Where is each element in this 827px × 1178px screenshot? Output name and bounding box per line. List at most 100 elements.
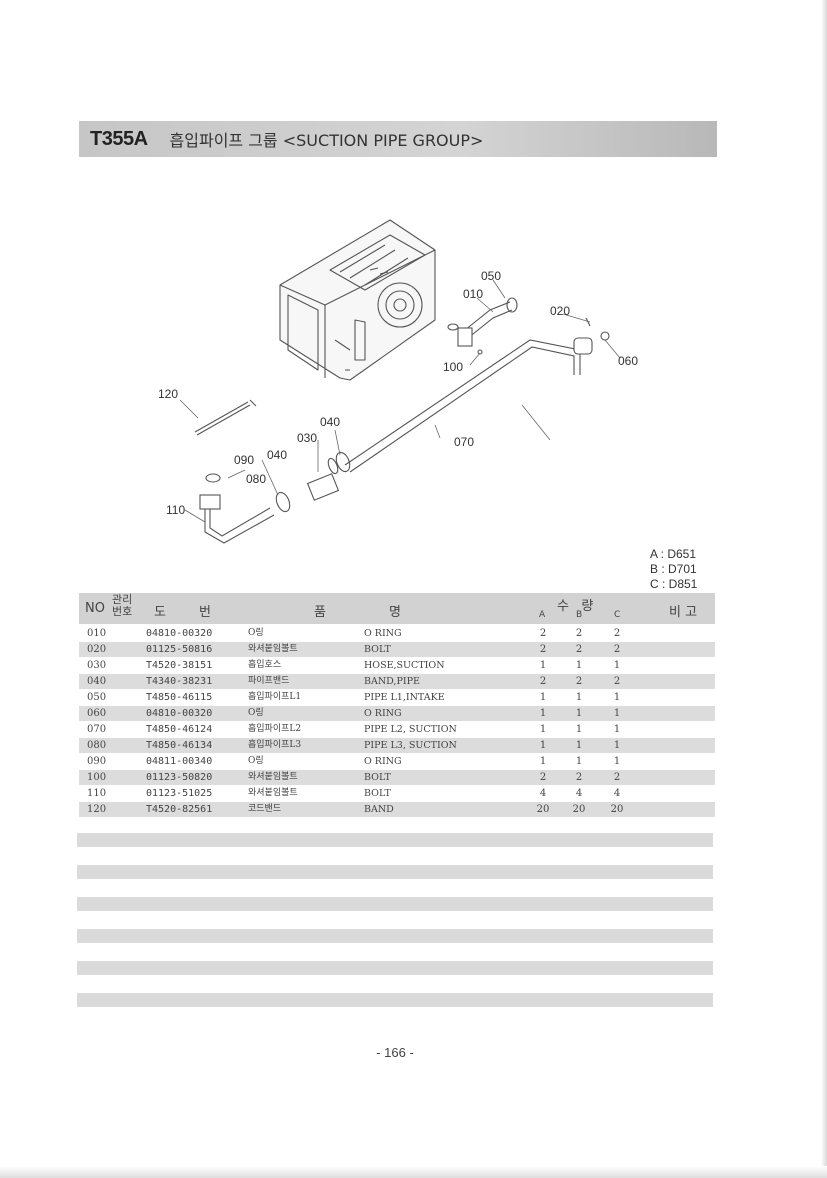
row-qty-c: 2 xyxy=(613,772,621,783)
row-name-en: O RING xyxy=(364,628,402,639)
row-qty-a: 1 xyxy=(539,660,547,671)
suction-pipe-l3-drawing xyxy=(199,473,275,544)
row-name-en: BOLT xyxy=(364,772,391,783)
header-mgmt-no: 관리 번호 xyxy=(112,593,133,618)
callout-060: 060 xyxy=(618,354,638,368)
row-part-no: 04811-00340 xyxy=(146,756,213,767)
row-qty-c: 2 xyxy=(613,676,621,687)
row-qty-c: 2 xyxy=(613,644,621,655)
header-qty-a: A xyxy=(539,610,546,620)
row-qty-b: 1 xyxy=(575,708,583,719)
row-part-no: T4520-38151 xyxy=(146,660,213,671)
table-row: 010 04810-00320 O링 O RING 2 2 2 xyxy=(79,626,715,641)
table-row: 020 01125-50816 와셔붙임볼트 BOLT 2 2 2 xyxy=(79,642,715,657)
empty-row-band xyxy=(77,993,713,1007)
row-no: 100 xyxy=(87,772,107,783)
row-qty-a: 1 xyxy=(539,708,547,719)
table-row: 120 T4520-82561 코드밴드 BAND 20 20 20 xyxy=(79,802,715,817)
row-no: 110 xyxy=(87,788,107,799)
row-name-en: PIPE L2, SUCTION xyxy=(364,724,457,735)
row-qty-b: 2 xyxy=(575,772,583,783)
row-qty-a: 2 xyxy=(539,628,547,639)
row-part-no: T4520-82561 xyxy=(146,804,213,815)
row-part-no: 01123-51025 xyxy=(146,788,213,799)
empty-row-band xyxy=(77,897,713,911)
row-qty-b: 20 xyxy=(572,804,586,815)
row-qty-c: 1 xyxy=(613,756,621,767)
row-qty-b: 2 xyxy=(575,676,583,687)
model-b: B : D701 xyxy=(650,562,697,576)
callout-100: 100 xyxy=(443,360,463,374)
row-part-no: T4850-46124 xyxy=(146,724,213,735)
table-row: 100 01123-50820 와셔붙임볼트 BOLT 2 2 2 xyxy=(79,770,715,785)
table-row: 110 01123-51025 와셔붙임볼트 BOLT 4 4 4 xyxy=(79,786,715,801)
table-row: 050 T4850-46115 흡입파이프L1 PIPE L1,INTAKE 1… xyxy=(79,690,715,705)
row-part-no: T4850-46115 xyxy=(146,692,213,703)
row-qty-b: 1 xyxy=(575,740,583,751)
exploded-parts-diagram: 050 010 020 060 100 120 040 030 070 090 … xyxy=(158,219,638,544)
page-number: - 166 - xyxy=(376,1045,414,1060)
row-name-ko: 와셔붙임볼트 xyxy=(248,644,298,654)
callout-090: 090 xyxy=(234,453,254,467)
row-qty-a: 20 xyxy=(536,804,550,815)
row-qty-c: 20 xyxy=(610,804,624,815)
row-qty-c: 2 xyxy=(613,628,621,639)
row-name-en: BAND,PIPE xyxy=(364,676,420,687)
header-remarks: 비 고 xyxy=(669,605,698,620)
row-qty-b: 1 xyxy=(575,756,583,767)
row-part-no: 01125-50816 xyxy=(146,644,213,655)
row-part-no: 04810-00320 xyxy=(146,708,213,719)
row-qty-b: 1 xyxy=(575,724,583,735)
row-name-ko: 와셔붙임볼트 xyxy=(248,772,298,782)
row-part-no: T4340-38231 xyxy=(146,676,213,687)
header-name-1: 품 xyxy=(314,605,326,620)
row-no: 070 xyxy=(87,724,107,735)
callout-110: 110 xyxy=(166,503,185,517)
row-no: 030 xyxy=(87,660,107,671)
row-name-en: BOLT xyxy=(364,644,391,655)
row-qty-a: 2 xyxy=(539,644,547,655)
table-row: 030 T4520-38151 흡입호스 HOSE,SUCTION 1 1 1 xyxy=(79,658,715,673)
callout-050: 050 xyxy=(481,269,501,283)
row-part-no: 04810-00320 xyxy=(146,628,213,639)
model-c: C : D851 xyxy=(650,577,698,591)
row-name-ko: 흡입파이프L1 xyxy=(248,692,302,702)
bottom-edge-shadow xyxy=(0,1166,827,1178)
row-name-ko: O링 xyxy=(248,756,264,766)
group-code: T355A xyxy=(90,127,148,150)
header-no: NO xyxy=(85,601,105,616)
callout-010: 010 xyxy=(463,287,483,301)
callout-020: 020 xyxy=(550,304,570,318)
row-name-ko: O링 xyxy=(248,708,264,718)
row-name-en: PIPE L1,INTAKE xyxy=(364,692,445,703)
row-qty-a: 1 xyxy=(539,756,547,767)
row-no: 020 xyxy=(87,644,107,655)
title-bar: T355A 흡입파이프 그룹 <SUCTION PIPE GROUP> xyxy=(79,121,717,157)
row-name-en: BAND xyxy=(364,804,394,815)
row-qty-b: 1 xyxy=(575,660,583,671)
row-part-no: 01123-50820 xyxy=(146,772,213,783)
model-legend: A : D651 B : D701 C : D851 xyxy=(650,547,712,592)
row-qty-a: 1 xyxy=(539,740,547,751)
row-name-en: BOLT xyxy=(364,788,391,799)
callout-040-lower: 040 xyxy=(267,448,287,462)
group-title: 흡입파이프 그룹 <SUCTION PIPE GROUP> xyxy=(169,131,484,150)
header-qty: 수 량 xyxy=(557,599,594,614)
row-name-ko: 흡입호스 xyxy=(248,660,282,670)
row-name-en: PIPE L3, SUCTION xyxy=(364,740,457,751)
row-name-ko: 와셔붙임볼트 xyxy=(248,788,298,798)
row-qty-b: 1 xyxy=(575,692,583,703)
leader-lines xyxy=(179,279,621,523)
row-no: 090 xyxy=(87,756,107,767)
hose-and-bands-drawing xyxy=(275,451,351,513)
callout-040-upper: 040 xyxy=(320,415,340,429)
page-edge-shadow xyxy=(821,0,827,1178)
row-qty-c: 1 xyxy=(613,692,621,703)
header-part-no-1: 도 xyxy=(154,605,166,620)
empty-row-band xyxy=(77,865,713,879)
row-qty-a: 1 xyxy=(539,692,547,703)
row-name-ko: 코드밴드 xyxy=(248,804,282,814)
callout-030: 030 xyxy=(297,431,317,445)
model-a: A : D651 xyxy=(650,547,697,561)
row-qty-c: 1 xyxy=(613,740,621,751)
